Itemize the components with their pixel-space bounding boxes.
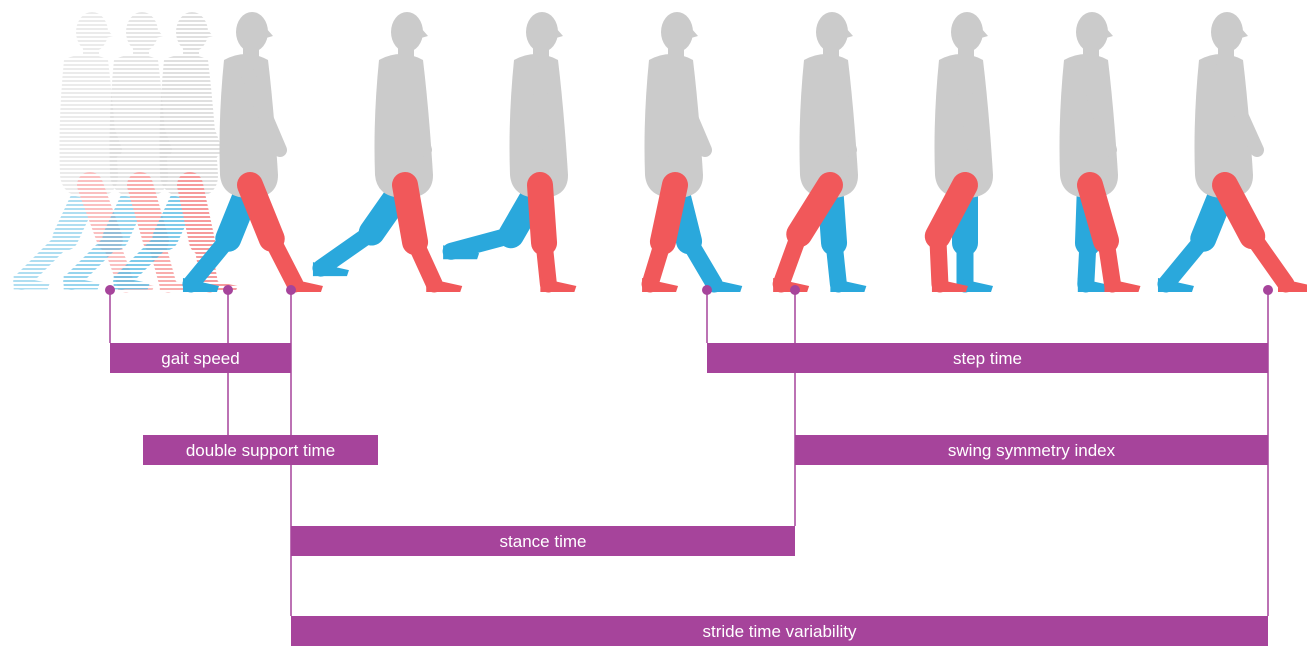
gait-event-dot [286, 285, 296, 295]
right-leg [675, 185, 742, 292]
metric-bar-swing-symmetry-index: swing symmetry index [795, 435, 1268, 465]
walking-figure [1158, 12, 1307, 292]
left-leg [250, 185, 323, 292]
head [1076, 12, 1108, 52]
left-leg [642, 185, 678, 292]
left-leg [1225, 185, 1307, 292]
gait-speed-label: gait speed [161, 349, 239, 368]
walking-figure [313, 12, 462, 292]
metric-bar-double-support-time: double support time [143, 435, 378, 465]
gait-event-dot [790, 285, 800, 295]
gait-event-dot [223, 285, 233, 295]
head [816, 12, 848, 52]
walking-figure [1060, 12, 1141, 292]
head [951, 12, 983, 52]
walking-figure [642, 12, 742, 292]
walking-figure [443, 12, 576, 292]
head [661, 12, 693, 52]
head [236, 12, 268, 52]
metric-bar-stride-time-variability: stride time variability [291, 616, 1268, 646]
stance-time-label: stance time [500, 532, 587, 551]
walking-figure [932, 12, 993, 292]
gait-event-dot [105, 285, 115, 295]
left-leg [1090, 185, 1140, 292]
double-support-time-label: double support time [186, 441, 335, 460]
gait-event-dot [702, 285, 712, 295]
gait-event-dot [1263, 285, 1273, 295]
metric-bar-step-time: step time [707, 343, 1268, 373]
swing-symmetry-index-label: swing symmetry index [948, 441, 1116, 460]
right-leg [313, 185, 405, 276]
head [176, 12, 208, 52]
motion-trail [14, 12, 238, 292]
walking-figures [183, 12, 1307, 292]
metric-bar-stance-time: stance time [291, 526, 795, 556]
metric-bar-gait-speed: gait speed [110, 343, 291, 373]
walking-figure [773, 12, 866, 292]
stride-time-variability-label: stride time variability [703, 622, 857, 641]
right-leg [443, 185, 540, 259]
head [76, 12, 108, 52]
step-time-label: step time [953, 349, 1022, 368]
head [526, 12, 558, 52]
head [391, 12, 423, 52]
right-leg [830, 185, 866, 292]
left-leg [405, 185, 462, 292]
right-leg [1158, 185, 1225, 292]
left-leg [540, 185, 576, 292]
head [1211, 12, 1243, 52]
head [126, 12, 158, 52]
